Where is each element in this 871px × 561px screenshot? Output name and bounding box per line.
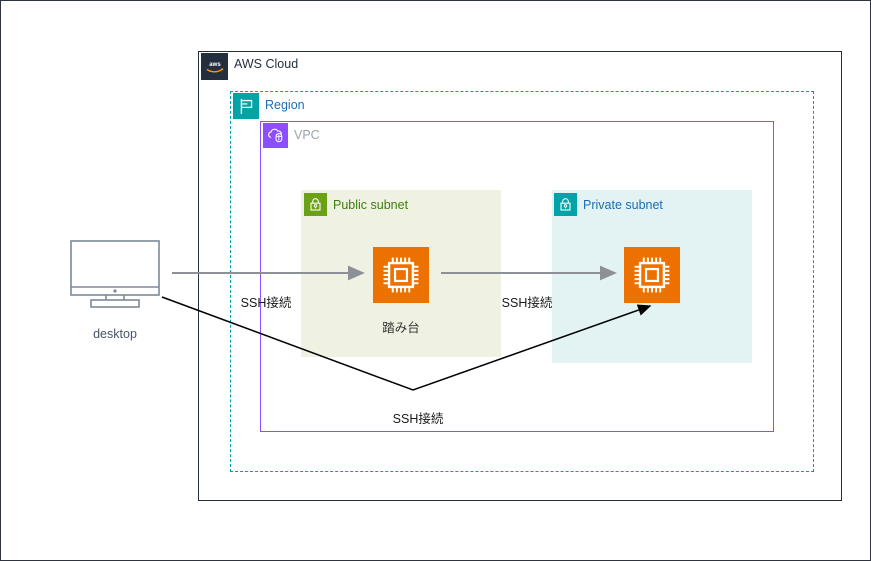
region-group [230, 91, 814, 472]
ec2-instance-private[interactable] [624, 247, 680, 303]
private-subnet-lock-icon [554, 193, 577, 216]
vpc-group [260, 121, 774, 432]
aws-cloud-icon: aws [201, 53, 228, 80]
region-label: Region [265, 98, 305, 112]
public-subnet-lock-icon [304, 193, 327, 216]
aws-cloud-label: AWS Cloud [234, 57, 299, 71]
vpc-icon [263, 123, 288, 148]
edge-label-ssh-bastion-private: SSH接続 [501, 296, 553, 310]
ec2-instance-bastion[interactable] [373, 247, 429, 303]
svg-text:aws: aws [209, 61, 221, 67]
aws-cloud-group [198, 51, 842, 501]
region-flag-icon [233, 93, 259, 119]
desktop-monitor-icon[interactable] [70, 240, 161, 308]
desktop-label: desktop [93, 327, 137, 341]
public-subnet-label: Public subnet [333, 198, 409, 212]
edge-label-ssh-desktop-bastion: SSH接続 [240, 296, 292, 310]
vpc-label: VPC [294, 128, 320, 142]
edge-label-ssh-tunnel: SSH接続 [392, 412, 444, 426]
private-subnet-label: Private subnet [583, 198, 663, 212]
ec2-instance-bastion-label: 踏み台 [382, 321, 420, 335]
